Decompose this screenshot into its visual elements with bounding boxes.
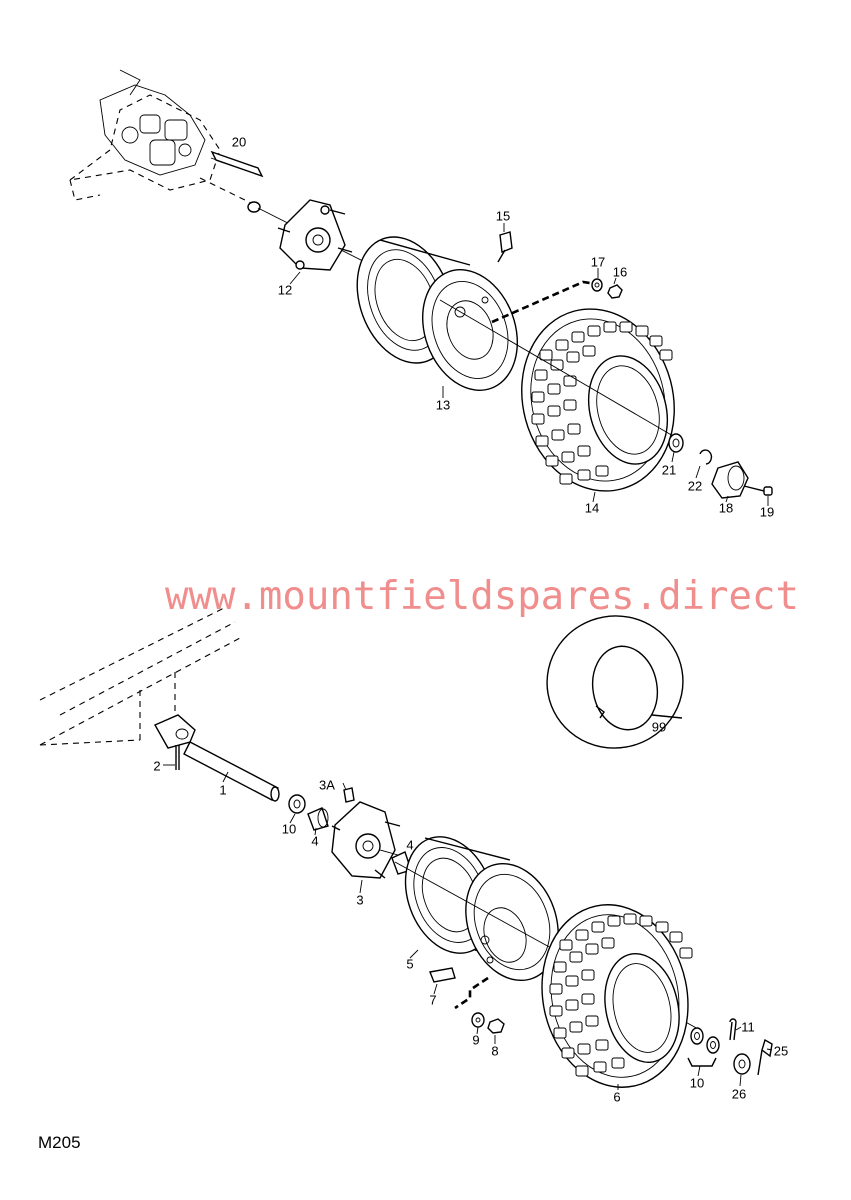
label-part-13: 13 <box>435 397 451 413</box>
label-part-10-lower: 10 <box>689 1075 705 1091</box>
label-part-11: 11 <box>741 1019 755 1035</box>
label-part-14: 14 <box>584 500 600 516</box>
label-part-19: 19 <box>759 504 775 520</box>
label-part-16: 16 <box>612 264 628 280</box>
label-part-2: 2 <box>153 758 161 774</box>
rim-part-13 <box>356 236 519 391</box>
leader-lines <box>163 223 773 1090</box>
label-part-5: 5 <box>406 956 414 972</box>
tread-blocks-lower <box>549 913 693 1077</box>
label-part-3a: 3A <box>319 777 335 793</box>
label-part-15: 15 <box>495 208 511 224</box>
inner-tube-part-99 <box>546 615 684 749</box>
tyre-part-6 <box>541 904 693 1088</box>
label-part-18: 18 <box>718 500 734 516</box>
page-code: M205 <box>38 1133 81 1152</box>
label-part-4-left: 4 <box>311 833 319 849</box>
label-part-9: 9 <box>472 1032 480 1048</box>
hub-part-3 <box>331 801 401 879</box>
label-part-10-upper: 10 <box>281 821 297 837</box>
label-part-17: 17 <box>590 254 606 270</box>
tread-blocks-upper <box>531 321 673 485</box>
label-part-12: 12 <box>277 282 293 298</box>
chassis-frame <box>39 604 241 746</box>
label-part-20: 20 <box>231 134 247 150</box>
transaxle-housing <box>69 69 221 201</box>
label-part-4-right: 4 <box>406 837 414 853</box>
watermark-text: www.mountfieldspares.direct <box>165 574 799 619</box>
label-part-21: 21 <box>661 462 677 478</box>
label-part-1: 1 <box>219 782 227 798</box>
label-part-99: 99 <box>651 719 667 735</box>
label-part-3: 3 <box>356 892 364 908</box>
label-part-7: 7 <box>429 992 437 1008</box>
label-part-6: 6 <box>613 1089 621 1105</box>
label-part-8: 8 <box>491 1043 499 1059</box>
valve-part-15 <box>497 231 513 263</box>
label-part-25: 25 <box>773 1043 789 1059</box>
hub-part-12 <box>277 199 353 271</box>
label-part-22: 22 <box>687 478 703 494</box>
axle-part-1 <box>183 741 280 802</box>
label-part-26: 26 <box>731 1086 747 1102</box>
key-part-20 <box>210 150 264 178</box>
rim-part-5 <box>404 836 559 982</box>
